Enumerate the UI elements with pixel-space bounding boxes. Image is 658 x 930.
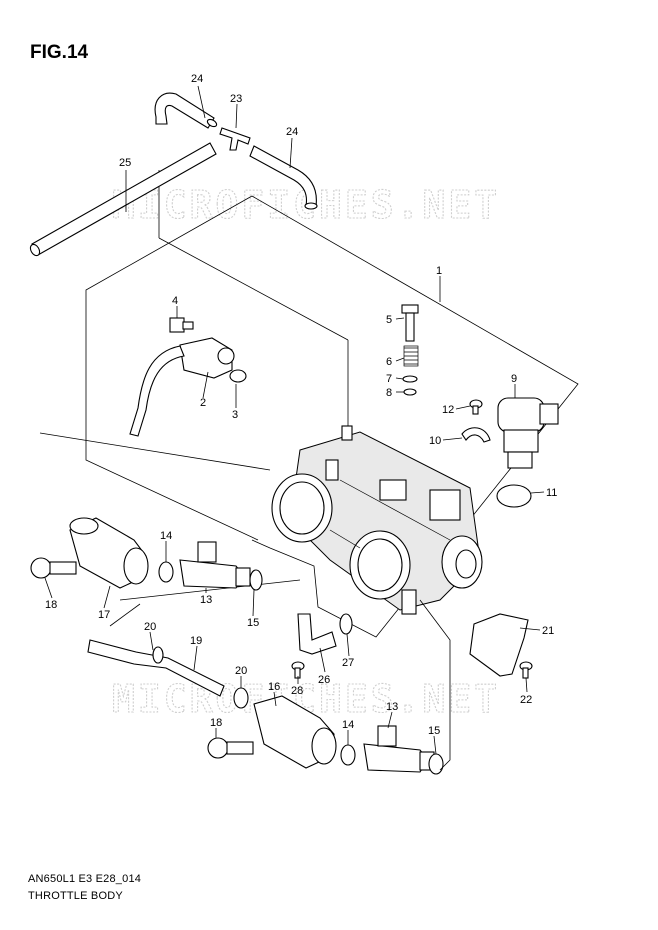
callout-20-lower: 20 (235, 665, 247, 677)
callout-21: 21 (542, 625, 554, 637)
callout-12: 12 (442, 404, 454, 416)
diagram-code: AN650L1 E3 E28_014 (28, 873, 142, 885)
o-ring-15-upper (249, 569, 263, 591)
callout-26: 26 (318, 674, 330, 686)
hose-24-left (154, 92, 218, 129)
callout-2: 2 (200, 397, 206, 409)
callout-4: 4 (172, 295, 178, 307)
screw-12 (469, 399, 483, 415)
upper-set-guide-line (109, 603, 141, 627)
callout-14-upper: 14 (160, 530, 172, 542)
callout-5: 5 (386, 314, 392, 326)
injector-13-lower (363, 725, 435, 773)
diagram-name: THROTTLE BODY (28, 890, 123, 902)
callout-19: 19 (190, 635, 202, 647)
callout-15-lower: 15 (428, 725, 440, 737)
callout-11: 11 (546, 487, 557, 499)
callout-labels: 1 2 3 4 5 6 7 8 9 10 11 12 13 13 14 14 1… (45, 73, 557, 737)
callout-10: 10 (429, 435, 441, 447)
o-ring-15-lower (428, 753, 444, 775)
sensor-9 (497, 397, 559, 469)
screw-5 (401, 304, 419, 342)
callout-6: 6 (386, 356, 392, 368)
callout-28: 28 (291, 685, 303, 697)
o-ring-14-upper (158, 561, 174, 583)
clamp-10 (461, 427, 491, 443)
callout-8: 8 (386, 387, 392, 399)
washer-8 (403, 388, 417, 396)
injector-holder-17 (69, 517, 149, 589)
throttle-body (271, 425, 483, 615)
o-ring-3 (229, 369, 247, 383)
o-ring-14-lower (340, 744, 356, 766)
bolt-28 (291, 661, 305, 679)
ring-20-lower (233, 687, 249, 709)
figure-title: FIG.14 (30, 42, 89, 63)
callout-7: 7 (386, 373, 392, 385)
callout-13-lower: 13 (386, 701, 398, 713)
callout-24-left: 24 (191, 73, 203, 85)
bolt-4 (169, 317, 194, 333)
hose-24-right (249, 145, 318, 210)
callout-14-lower: 14 (342, 719, 354, 731)
callout-22: 22 (520, 694, 532, 706)
hose-25 (29, 142, 217, 257)
fuel-hose-19 (87, 639, 225, 697)
o-ring-11 (496, 484, 532, 508)
spring-6 (403, 345, 419, 367)
callout-1: 1 (436, 265, 442, 277)
callout-18-upper: 18 (45, 599, 57, 611)
sensor-2 (129, 337, 235, 437)
bolt-18-upper (30, 557, 77, 579)
leader-lines (44, 85, 545, 755)
washer-7 (402, 375, 418, 383)
callout-15-upper: 15 (247, 617, 259, 629)
callout-3: 3 (232, 409, 238, 421)
callout-17: 17 (98, 609, 110, 621)
bolt-22 (519, 661, 533, 679)
callout-16: 16 (268, 681, 280, 693)
callout-18-lower: 18 (210, 717, 222, 729)
nozzle-26 (297, 613, 337, 655)
injector-guide-line (419, 599, 451, 771)
bolt-18-lower (207, 737, 254, 759)
callout-13-upper: 13 (200, 594, 212, 606)
callout-23: 23 (230, 93, 242, 105)
assembly-frame (39, 170, 579, 638)
callout-24-right: 24 (286, 126, 298, 138)
injector-holder-16 (253, 695, 337, 769)
bracket-21 (469, 613, 529, 677)
tee-joint-23 (219, 127, 251, 151)
callout-9: 9 (511, 373, 517, 385)
injector-13-upper (179, 541, 251, 589)
callout-25: 25 (119, 157, 131, 169)
callout-20-upper: 20 (144, 621, 156, 633)
o-ring-27 (339, 613, 353, 635)
callout-27: 27 (342, 657, 354, 669)
